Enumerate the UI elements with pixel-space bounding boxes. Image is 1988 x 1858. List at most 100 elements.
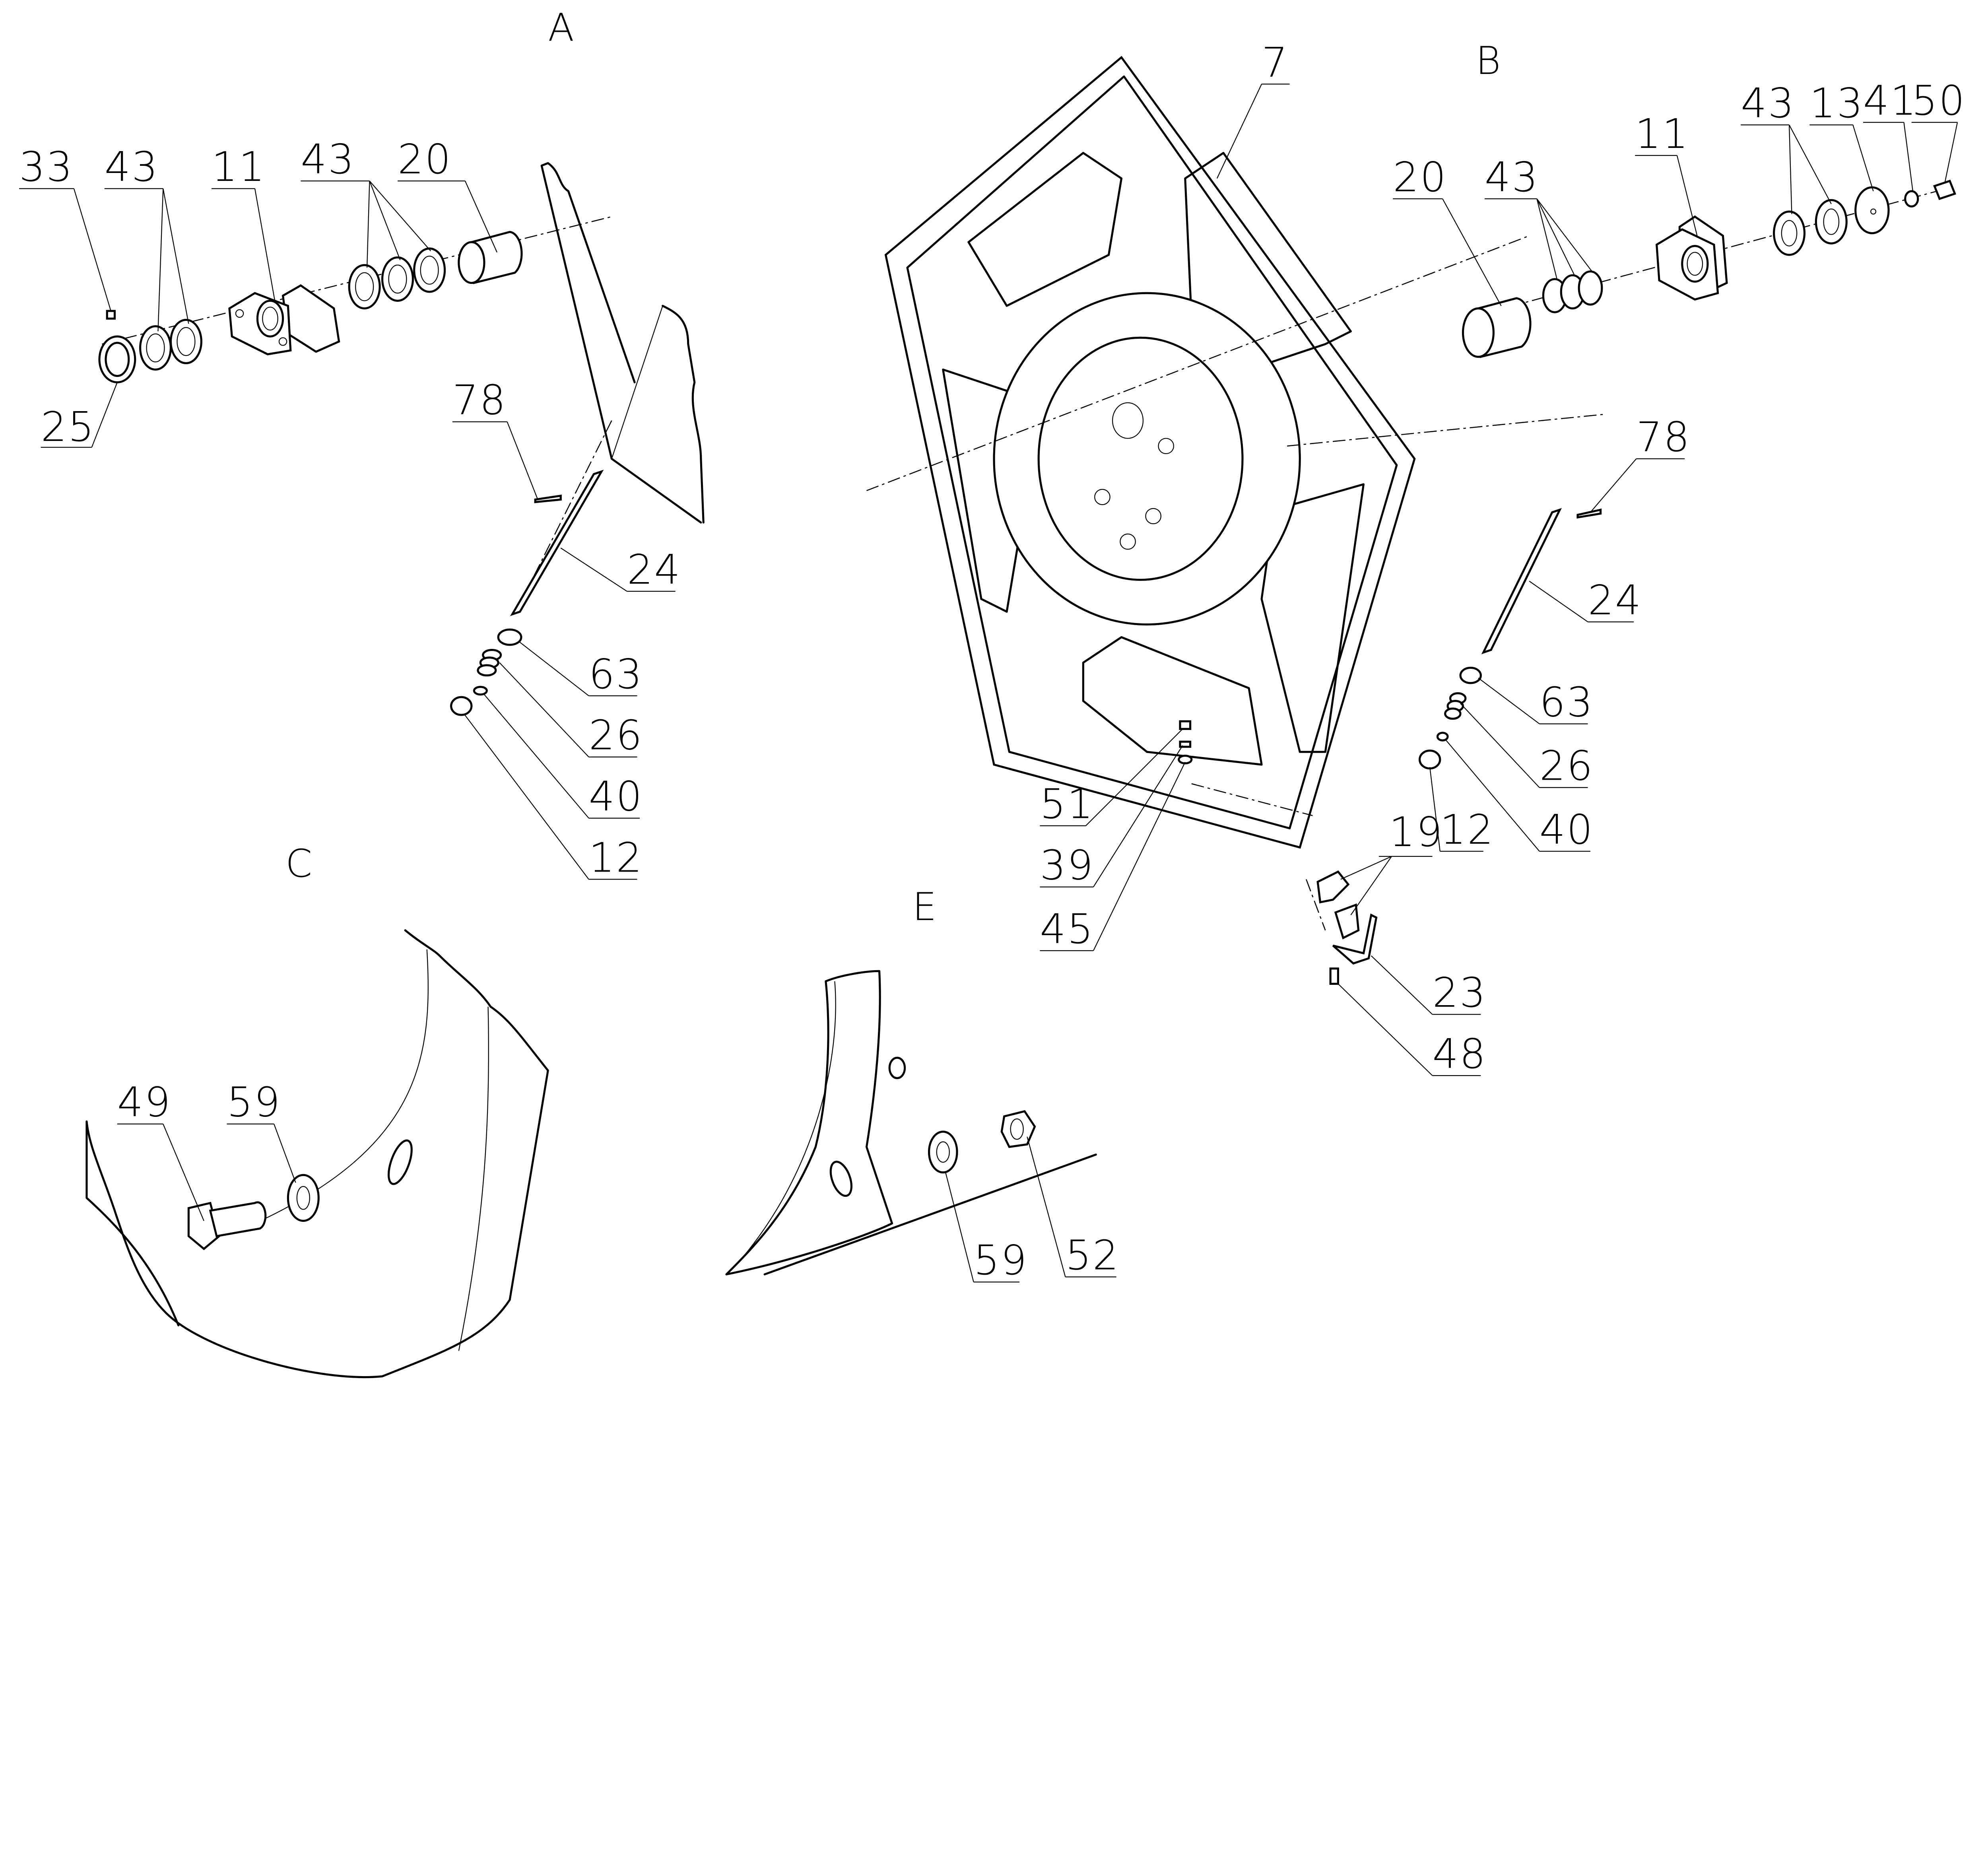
- callout-51: 51: [1040, 781, 1094, 828]
- slot-hole: [387, 1139, 413, 1185]
- callout-b-40: 40: [1540, 806, 1594, 854]
- callout-a-11: 11: [212, 144, 266, 191]
- part-63-washer: [1459, 666, 1482, 684]
- part-12-cap: [450, 696, 473, 716]
- callout-b-48: 48: [1433, 1031, 1487, 1078]
- part-49-bolt: [187, 1201, 267, 1250]
- callout-e-52: 52: [1065, 1232, 1120, 1279]
- section-e-callouts: 59 52: [945, 1136, 1120, 1284]
- part-63-washer: [497, 628, 522, 646]
- callout-a-24: 24: [627, 546, 681, 594]
- callout-b-11: 11: [1635, 111, 1689, 158]
- section-a-bearing-stack: [98, 162, 705, 524]
- frame-cutout: [1260, 483, 1365, 753]
- part-43-washer: [413, 247, 446, 293]
- part-12-cap: [1418, 749, 1441, 770]
- section-e-shovel-detail: [725, 970, 1097, 1276]
- callout-b-78: 78: [1636, 414, 1691, 461]
- part-43-washer: [1773, 210, 1806, 256]
- part-11-bearing-housing: [1655, 215, 1728, 301]
- part-23-bracket: [1332, 913, 1378, 965]
- callout-b-26: 26: [1540, 743, 1594, 790]
- part-19-clamp-half: [1334, 903, 1360, 940]
- hole: [888, 1056, 906, 1079]
- section-label-c: C: [285, 841, 312, 886]
- callout-a-20: 20: [398, 136, 452, 183]
- part-43-washer: [139, 325, 172, 371]
- part-43-washer: [169, 318, 202, 365]
- exploded-assembly-drawing: A B C E: [19, 6, 1965, 1378]
- callout-a-43-right: 43: [301, 136, 355, 183]
- part-26-spring: [477, 649, 502, 677]
- part-20-bushing: [1462, 297, 1532, 358]
- part-48-bolt: [1329, 967, 1339, 985]
- callout-b-12: 12: [1440, 806, 1495, 854]
- part-7-main-frame: [866, 56, 1606, 931]
- section-a-callouts: 33 43 11 43 20 25: [19, 136, 498, 451]
- part-59-washer: [287, 1174, 320, 1222]
- part-24-pivot-pin: [1481, 508, 1562, 654]
- callout-a-33: 33: [19, 144, 74, 191]
- callout-b-43-right: 43: [1741, 80, 1795, 127]
- slot-hole: [829, 1161, 853, 1197]
- part-25-seal: [98, 335, 136, 384]
- part-40-lock-washer: [473, 685, 488, 696]
- callout-b-63: 63: [1540, 679, 1594, 726]
- section-a-pin-callouts: 78 24 63 26 40 12: [452, 377, 681, 881]
- callout-b-13: 13: [1809, 80, 1864, 127]
- section-b-clamp-parts: [1316, 870, 1378, 985]
- part-43-washer: [1578, 270, 1603, 306]
- part-78-cotter-pin: [534, 494, 562, 503]
- part-41-nut: [1904, 190, 1919, 208]
- part-11-bearing-housing: [228, 284, 340, 355]
- part-43-washer: [348, 264, 381, 310]
- section-b-bearing-stack: [1462, 179, 1957, 358]
- callout-45: 45: [1040, 906, 1094, 953]
- section-b-clamp-callouts: 19 23 48: [1338, 809, 1487, 1078]
- callout-b-23: 23: [1433, 969, 1487, 1017]
- section-b-callouts: 20 43 11 43 13 41 50: [1393, 77, 1965, 306]
- part-40-lock-washer: [1436, 732, 1449, 742]
- callout-a-78: 78: [452, 377, 507, 424]
- part-19-clamp-half: [1316, 870, 1350, 904]
- callout-c-49: 49: [117, 1079, 172, 1126]
- section-b-pin-stack: [1418, 508, 1602, 770]
- part-43-washer: [381, 256, 414, 302]
- callout-b-41: 41: [1863, 77, 1918, 124]
- part-52-nut: [1000, 1110, 1036, 1148]
- section-label-a: A: [548, 6, 574, 50]
- part-33-grease-nipple: [106, 310, 116, 320]
- callout-b-24: 24: [1588, 577, 1642, 624]
- part-20-bushing: [458, 231, 523, 284]
- frame-fasteners-51-39-45: [1178, 720, 1193, 765]
- callout-a-12: 12: [589, 834, 643, 881]
- callout-7: 7: [1262, 39, 1289, 86]
- callout-39: 39: [1040, 842, 1094, 889]
- section-c-callouts: 49 59: [117, 1079, 296, 1221]
- frame-fastener-callouts: 51 39 45: [1040, 728, 1186, 953]
- callout-b-20: 20: [1393, 154, 1447, 201]
- callout-e-59: 59: [974, 1237, 1028, 1284]
- frame-hub: [993, 292, 1301, 626]
- part-26-spring: [1444, 692, 1467, 720]
- callout-a-25: 25: [41, 404, 95, 451]
- callout-b-19: 19: [1389, 809, 1444, 856]
- section-a-pin-stack: [450, 420, 612, 716]
- part-24-pivot-pin: [510, 470, 604, 616]
- frame-cutout: [967, 152, 1123, 307]
- part-43-washer: [1815, 199, 1848, 245]
- frame-cutout: [1082, 636, 1263, 766]
- callout-a-40: 40: [589, 773, 643, 820]
- part-50-bolt: [1933, 179, 1957, 200]
- section-label-e: E: [912, 885, 937, 929]
- section-a-shank-plate: [540, 162, 705, 524]
- part-78-cotter-pin: [1576, 508, 1602, 519]
- section-label-b: B: [1476, 39, 1501, 83]
- section-c-shovel-detail: [85, 929, 549, 1378]
- section-b-pin-callouts: 78 24 63 26 12 40: [1429, 414, 1691, 854]
- part-13-cover-plate: [1854, 186, 1890, 235]
- callout-a-63: 63: [589, 651, 643, 698]
- part-59-washer: [928, 1130, 958, 1174]
- callout-a-26: 26: [589, 712, 643, 759]
- callout-c-59: 59: [227, 1079, 282, 1126]
